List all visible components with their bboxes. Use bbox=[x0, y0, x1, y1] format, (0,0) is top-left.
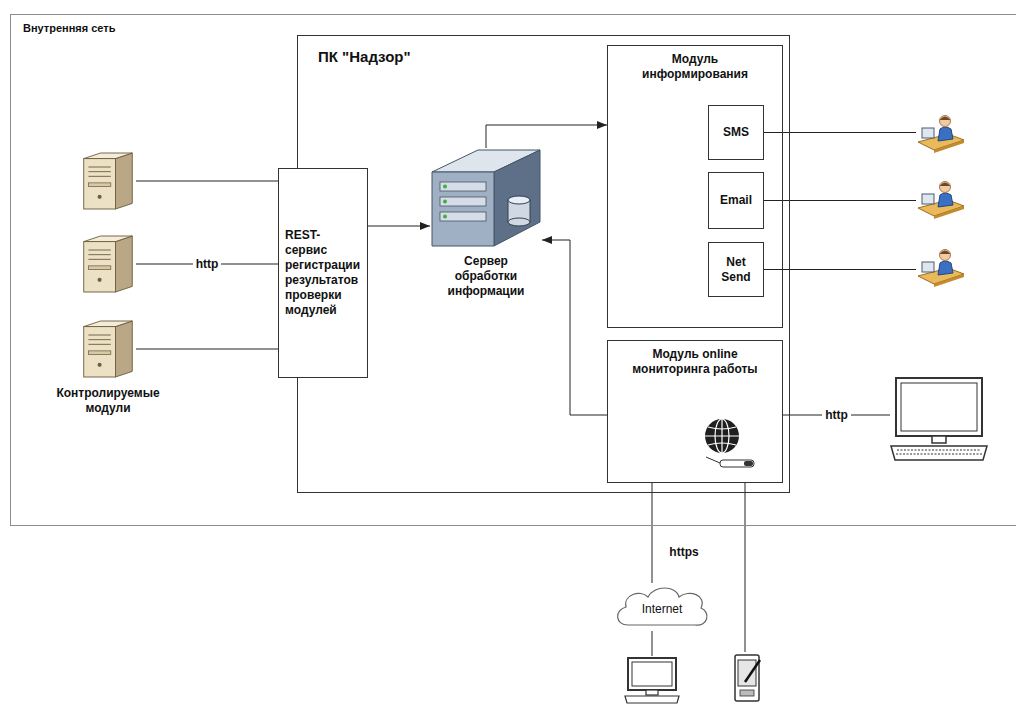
monitor-icon bbox=[891, 378, 987, 460]
edge-label: http bbox=[822, 408, 851, 422]
channel-box: Net Send bbox=[708, 242, 764, 297]
node-label: ПК "Надзор" bbox=[318, 48, 411, 67]
server-icon bbox=[84, 236, 133, 292]
connector bbox=[486, 125, 607, 148]
connector bbox=[764, 132, 916, 133]
server-icon bbox=[84, 153, 133, 209]
node-label: Внутренняя сеть bbox=[23, 22, 116, 36]
channel-box: SMS bbox=[708, 105, 764, 160]
user-node bbox=[916, 246, 966, 288]
server-node: Сервер обработки информации bbox=[430, 148, 542, 248]
user-icon bbox=[918, 116, 964, 154]
node-label: Internet bbox=[642, 602, 683, 617]
connector bbox=[136, 349, 278, 350]
connector bbox=[764, 200, 916, 201]
edge-label: https bbox=[666, 545, 701, 559]
node-label: Модуль online мониторинга работы bbox=[625, 347, 765, 377]
connector bbox=[542, 240, 607, 415]
monitor-node bbox=[890, 376, 988, 462]
module-box: SMS EmailNet Send Модуль информирования bbox=[607, 45, 783, 328]
connector bbox=[652, 631, 653, 656]
computer-icon bbox=[625, 658, 679, 703]
node-label: Net Send bbox=[716, 255, 756, 285]
connector bbox=[764, 269, 916, 270]
internet-cloud: Internet bbox=[612, 583, 712, 631]
node-label: SMS bbox=[723, 125, 749, 140]
cloud-shape bbox=[618, 588, 707, 625]
edge-label: http bbox=[193, 257, 222, 271]
user-icon bbox=[918, 250, 964, 288]
server-node bbox=[80, 233, 136, 295]
connector bbox=[368, 226, 430, 227]
user-node bbox=[916, 112, 966, 154]
server-icon bbox=[84, 321, 133, 377]
processing-server-icon bbox=[432, 150, 540, 246]
connector bbox=[745, 483, 746, 652]
service-box: REST-сервис регистрации результатов пров… bbox=[278, 168, 368, 378]
node-caption: Контролируемые модули bbox=[43, 386, 173, 416]
node-label: Email bbox=[720, 193, 752, 208]
globe-icon bbox=[705, 419, 754, 467]
system-box: REST-сервис регистрации результатов пров… bbox=[297, 35, 790, 493]
server-node: Контролируемые модули bbox=[80, 318, 136, 380]
channel-box: Email bbox=[708, 172, 764, 229]
connector bbox=[136, 181, 278, 182]
pda-node bbox=[733, 652, 761, 704]
node-label: REST-сервис регистрации результатов пров… bbox=[285, 228, 361, 318]
pda-icon bbox=[735, 655, 760, 701]
user-icon bbox=[918, 182, 964, 220]
module-box: Модуль online мониторинга работы bbox=[607, 340, 783, 483]
server-node bbox=[80, 150, 136, 212]
node-label: Модуль информирования bbox=[640, 52, 750, 82]
user-node bbox=[916, 178, 966, 220]
computer-node bbox=[624, 656, 680, 704]
network-region: REST-сервис регистрации результатов пров… bbox=[10, 14, 1016, 526]
node-caption: Сервер обработки информации bbox=[444, 254, 529, 299]
connector bbox=[652, 483, 653, 583]
